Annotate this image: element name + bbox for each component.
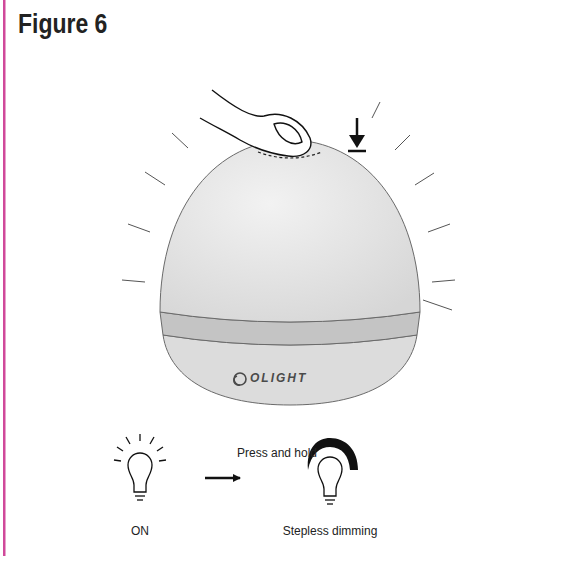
finger: [200, 90, 311, 156]
frame-line: [3, 0, 6, 556]
transition-label: Press and hold: [237, 446, 317, 460]
state-label: ON: [75, 524, 205, 538]
state-node: ON: [75, 430, 205, 538]
press-arrow: [348, 118, 366, 151]
bulb-on-icon: [114, 434, 166, 500]
state-label: Stepless dimming: [240, 524, 420, 538]
transition-arrow: [205, 477, 240, 480]
lamp-body: [160, 140, 420, 405]
brand-logo: OLIGHT: [250, 371, 307, 385]
figure-title: Figure 6: [18, 8, 107, 40]
